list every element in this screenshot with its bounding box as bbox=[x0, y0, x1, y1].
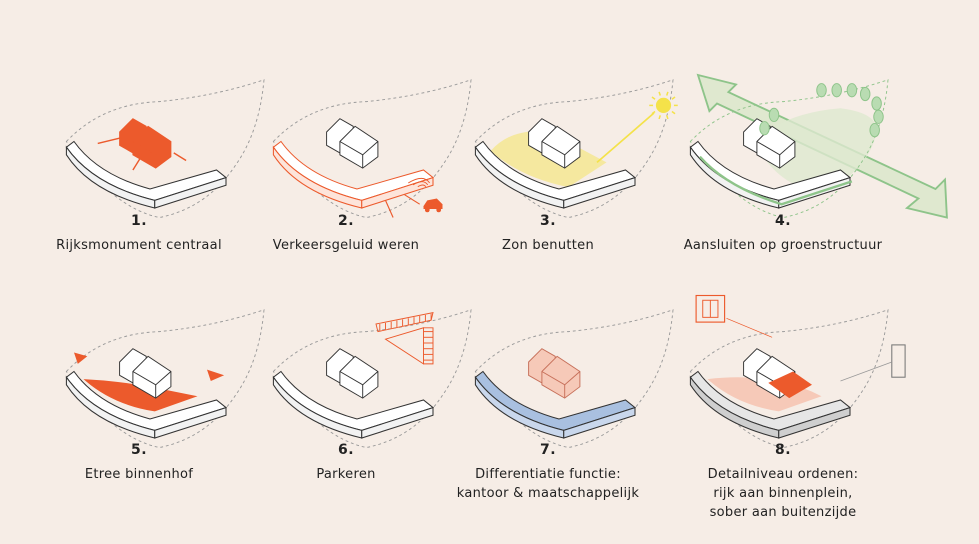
parcel-outline bbox=[474, 309, 674, 448]
step-number: 3. bbox=[539, 213, 557, 229]
step-5: 5. Etree binnenhof bbox=[24, 0, 265, 544]
monument-building bbox=[119, 118, 172, 169]
caption-line: Parkeren bbox=[316, 467, 376, 482]
wall-side-front bbox=[563, 406, 636, 439]
tree-icon bbox=[831, 83, 842, 98]
sun-icon bbox=[655, 97, 672, 113]
tree-icon bbox=[869, 122, 880, 138]
traffic-noise-diagram bbox=[272, 79, 472, 218]
tree-icon bbox=[846, 83, 858, 98]
parking-diagram bbox=[272, 309, 472, 448]
noise-arrow bbox=[404, 194, 421, 205]
caption-line: kantoor & maatschappelijk bbox=[456, 486, 640, 501]
caption-line: Differentiatie functie: bbox=[475, 467, 621, 482]
focus-arrow bbox=[173, 152, 187, 162]
step-caption: Etree binnenhof bbox=[24, 465, 254, 484]
focus-arrow bbox=[132, 154, 144, 171]
caption-line: Verkeersgeluid weren bbox=[272, 238, 420, 253]
green-edge bbox=[699, 155, 853, 206]
step-number: 1. bbox=[130, 213, 148, 229]
step-caption: Zon benutten bbox=[433, 236, 663, 255]
step-caption: Rijksmonument centraal bbox=[24, 236, 254, 255]
tree-icon bbox=[859, 86, 871, 102]
parcel-outline bbox=[272, 309, 472, 448]
parcel-outline bbox=[474, 79, 674, 218]
parcel-outline bbox=[65, 309, 265, 448]
pointer-line bbox=[726, 317, 773, 338]
monument-building bbox=[326, 348, 379, 399]
plain-door-icon bbox=[891, 344, 906, 378]
step-caption: Verkeersgeluid weren bbox=[231, 236, 461, 255]
monument-building bbox=[119, 348, 172, 399]
noise-arrow bbox=[384, 200, 394, 218]
monument-building bbox=[528, 348, 581, 399]
wall-side-front bbox=[154, 406, 227, 439]
step-2: 2. Verkeersgeluid weren bbox=[231, 0, 472, 544]
monument-building bbox=[528, 118, 581, 169]
pointer-line bbox=[840, 361, 892, 382]
green-structure-diagram bbox=[689, 73, 948, 219]
entrance-arrow bbox=[74, 352, 88, 364]
function-differentiation-diagram bbox=[474, 309, 674, 448]
focus-arrow bbox=[97, 137, 122, 145]
noise-wave bbox=[412, 181, 429, 186]
caption-line: Etree binnenhof bbox=[84, 467, 194, 482]
caption-line: Rijksmonument centraal bbox=[56, 238, 222, 253]
step-caption: Aansluiten op groenstructuur bbox=[668, 236, 898, 255]
wall-side-front bbox=[361, 176, 434, 209]
parking-area bbox=[375, 311, 434, 365]
ornate-window-icon bbox=[695, 294, 726, 323]
sun-diagram bbox=[474, 79, 678, 218]
parcel-outline bbox=[689, 79, 889, 218]
caption-line: rijk aan binnenplein, bbox=[713, 486, 853, 501]
parcel-outline bbox=[689, 309, 889, 448]
wall-side-front bbox=[154, 176, 227, 209]
parcel-outline bbox=[272, 79, 472, 218]
step-caption: Parkeren bbox=[231, 465, 461, 484]
monument-building bbox=[326, 118, 379, 169]
detail-level-diagram bbox=[689, 294, 906, 448]
step-6: 6. Parkeren bbox=[231, 0, 472, 544]
caption-line: sober aan buitenzijde bbox=[709, 505, 857, 520]
caption-line: Zon benutten bbox=[502, 238, 594, 253]
car-icon bbox=[423, 198, 443, 213]
step-3: 3. Zon benutten bbox=[433, 0, 678, 544]
entrance-arrow bbox=[207, 369, 225, 381]
step-1: 1. Rijksmonument centraal bbox=[24, 0, 265, 544]
wall-side-front bbox=[361, 406, 434, 439]
step-number: 2. bbox=[337, 213, 355, 229]
caption-line: Aansluiten op groenstructuur bbox=[683, 238, 883, 253]
parcel-outline bbox=[65, 79, 265, 218]
step-number: 8. bbox=[774, 442, 792, 458]
wall-side-front bbox=[563, 176, 636, 209]
step-number: 5. bbox=[130, 442, 148, 458]
tree-icon bbox=[768, 107, 780, 123]
accent-facade bbox=[768, 371, 812, 399]
step-number: 7. bbox=[539, 442, 557, 458]
step-caption: Differentiatie functie: kantoor & maatsch… bbox=[433, 465, 663, 503]
noise-wave bbox=[408, 177, 430, 184]
tree-icon bbox=[759, 121, 770, 136]
step-number: 4. bbox=[774, 213, 792, 229]
caption-line: Detailniveau ordenen: bbox=[707, 467, 859, 482]
sun-ray bbox=[596, 112, 655, 164]
green-zone bbox=[755, 108, 877, 194]
noise-wave bbox=[417, 184, 427, 188]
step-8: 8. Detailniveau ordenen: rijk aan binnenpl… bbox=[668, 0, 906, 544]
courtyard-area bbox=[83, 379, 198, 412]
tree-icon bbox=[816, 83, 827, 98]
step-number: 6. bbox=[337, 442, 355, 458]
central-monument-diagram bbox=[65, 79, 265, 218]
courtyard-entrance-diagram bbox=[65, 309, 265, 448]
wall-side-front bbox=[778, 406, 851, 439]
tree-icon bbox=[873, 109, 884, 124]
step-4: 4. Aansluiten op groenstructuur bbox=[668, 0, 948, 544]
step-7: 7. Differentiatie functie: kantoor & maats… bbox=[433, 0, 674, 544]
step-caption: Detailniveau ordenen: rijk aan binnenplei… bbox=[668, 465, 898, 522]
